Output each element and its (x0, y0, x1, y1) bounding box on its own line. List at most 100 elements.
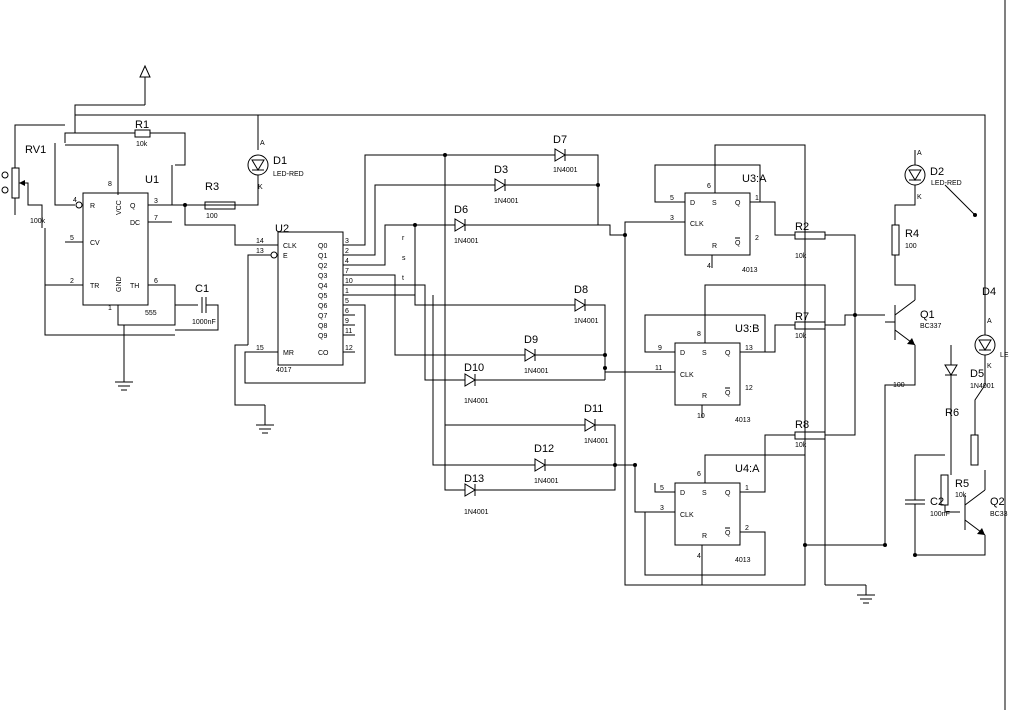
junction-dot (183, 203, 187, 207)
u3b-pin-q: Q (725, 350, 731, 357)
d1-pin-k: K (258, 184, 263, 191)
u1-pin-cv: CV (90, 240, 100, 247)
c1-capacitor: C1 1000nF (175, 283, 219, 331)
d4-pin-k: K (987, 363, 992, 370)
d4-value: LE (1000, 352, 1009, 359)
u1-type: 555 (145, 310, 157, 317)
c2-value: 100nF (930, 511, 950, 518)
d5-value: 1N4001 (970, 383, 995, 390)
u3b-num-c: 11 (655, 365, 662, 372)
u2-pinnum-2: 2 (345, 248, 349, 255)
r6-resistor: R6 100 (884, 370, 959, 545)
u4a-num-a: 5 (660, 485, 664, 492)
d7-ref: D7 (553, 134, 567, 146)
q1-transistor: Q1 BC337 (885, 299, 942, 370)
r4-resistor: R4 100 (891, 224, 919, 300)
u3b-pin-clk: CLK (680, 372, 694, 379)
r3-resistor: R3 100 (172, 181, 245, 220)
q2-value: BC33 (990, 511, 1008, 518)
u2-pinnum-12: 12 (345, 345, 353, 352)
u2-pin-q3: Q3 (318, 273, 327, 280)
d12-ref: D12 (534, 443, 554, 455)
d5-ref: D5 (970, 368, 984, 380)
u4a-pin-d: D (680, 490, 685, 497)
u4a-ref: U4:A (735, 463, 760, 475)
d12-value: 1N4001 (534, 478, 559, 485)
u2-pin-clk: CLK (283, 243, 297, 250)
c2-capacitor: C2 100nF (905, 496, 950, 555)
d9-value: 1N4001 (524, 368, 549, 375)
d13-value: 1N4001 (464, 509, 489, 516)
c2-ref: C2 (930, 496, 944, 508)
u1-pinnum-1: 1 (108, 305, 112, 312)
u1-pin-tr: TR (90, 283, 99, 290)
u2-pin-q8: Q8 (318, 323, 327, 330)
u3b-type: 4013 (735, 417, 751, 424)
u1-pinnum-6: 6 (154, 278, 158, 285)
r6-value: 100 (893, 382, 905, 389)
u1-ref: U1 (145, 174, 159, 186)
u4a-num-d: 4 (697, 553, 701, 560)
u2-pinnum-7: 7 (345, 268, 349, 275)
rv1-ref: RV1 (25, 144, 46, 156)
d9-ref: D9 (524, 334, 538, 346)
d10-diode: D10 1N4001 (464, 362, 489, 405)
u1-pinnum-4: 4 (73, 197, 77, 204)
u3b-pin-s: S (702, 350, 707, 357)
u2-pin-e: E (283, 253, 288, 260)
u2-pin-q7: Q7 (318, 313, 327, 320)
r1-resistor: R1 10k (134, 119, 151, 148)
u1-pin-dc: DC (130, 220, 140, 227)
u3a-pin-s: S (712, 200, 717, 207)
u1-pin-q: Q (130, 203, 136, 210)
u3a-pin-clk: CLK (690, 221, 704, 228)
u2-pinnum-1: 1 (345, 288, 349, 295)
ground-icon-u2 (256, 405, 274, 434)
u2-pinnum-10: 10 (345, 278, 353, 285)
d1-led: A K D1 LED-RED (185, 140, 304, 206)
supply-rail (64, 104, 986, 255)
r8-resistor: R8 10k (794, 419, 826, 449)
d1-value: LED-RED (273, 171, 304, 178)
d2-ref: D2 (930, 166, 944, 178)
r8-ref: R8 (795, 419, 809, 431)
u3a-num-b: 6 (707, 183, 711, 190)
u3a-pin-q: Q (735, 200, 741, 207)
d8-value: 1N4001 (574, 318, 599, 325)
power-arrow-icon (139, 64, 151, 105)
u4a-pin-clk: CLK (680, 512, 694, 519)
u3b-num-a: 9 (658, 345, 662, 352)
d3-ref: D3 (494, 164, 508, 176)
r2-resistor: R2 10k (794, 221, 856, 436)
d1-ref: D1 (273, 155, 287, 167)
d3-diode: D3 1N4001 (494, 164, 519, 205)
u2-pinnum-15: 15 (256, 345, 264, 352)
u3a-ref: U3:A (742, 173, 767, 185)
d10-ref: D10 (464, 362, 484, 374)
d6-value: 1N4001 (454, 238, 479, 245)
d7-value: 1N4001 (553, 167, 578, 174)
r8-value: 10k (795, 442, 807, 449)
u1-pinnum-5: 5 (70, 235, 74, 242)
wire-diagonal (944, 184, 976, 216)
r5-value: 10k (955, 492, 967, 499)
r5-ref: R5 (955, 478, 969, 490)
u3a-pin-r: R (712, 243, 717, 250)
ground-icon-right (857, 585, 875, 604)
q1-ref: Q1 (920, 309, 935, 321)
r7-value: 10k (795, 333, 807, 340)
u1-555-timer: U1 555 R CV TR Q DC TH VCC GND 4 8 3 7 5… (44, 143, 198, 336)
u3a-num-a: 5 (670, 195, 674, 202)
u2-pinnum-5: 5 (345, 298, 349, 305)
u3b-ref: U3:B (735, 323, 759, 335)
d2-led: A K D2 LED-RED (894, 150, 962, 225)
u2-pin-mr: MR (283, 350, 294, 357)
u2-pinnum-11: 11 (345, 328, 352, 335)
u4a-num-c: 3 (660, 505, 664, 512)
u3a-num-f: 2 (755, 235, 759, 242)
q2-transistor: Q2 BC33 (915, 434, 1008, 556)
u1-pin-gnd: GND (116, 276, 123, 292)
u4a-pin-qb: Q (725, 530, 731, 537)
d2-pin-a: A (917, 150, 922, 157)
